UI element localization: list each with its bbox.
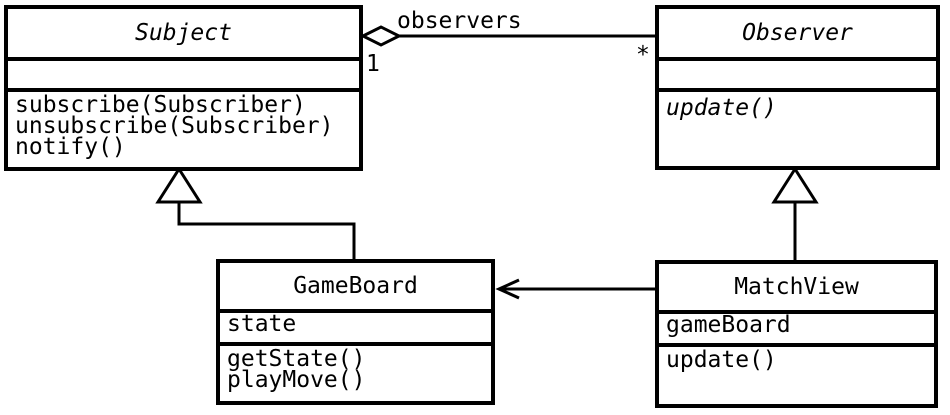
inheritance-triangle-icon — [155, 166, 203, 204]
class-title: Observer — [659, 9, 936, 57]
method-item: update() — [666, 95, 777, 121]
multiplicity-one-label: 1 — [366, 51, 380, 77]
attributes-compartment: state — [220, 309, 491, 342]
method-item: unsubscribe(Subscriber) — [15, 113, 334, 139]
inheritance-triangle-icon — [771, 166, 819, 204]
multiplicity-many-label: * — [636, 42, 650, 68]
aggregation-diamond-icon — [359, 25, 403, 47]
method-item: getState() — [227, 346, 366, 372]
method-item: notify() — [15, 134, 126, 160]
class-box-subject: Subject subscribe(Subscriber) unsubscrib… — [4, 5, 363, 171]
methods-compartment: update() — [659, 343, 934, 404]
attribute-item: gameBoard — [666, 312, 791, 338]
attribute-item: state — [227, 311, 297, 337]
class-name: MatchView — [734, 274, 859, 300]
aggregation-role-label: observers — [397, 8, 522, 34]
methods-compartment: update() — [659, 88, 936, 166]
class-name: Subject — [135, 20, 232, 46]
attributes-compartment — [659, 57, 936, 88]
gameboard-inheritance-line — [177, 201, 356, 261]
methods-compartment: subscribe(Subscriber) unsubscribe(Subscr… — [8, 88, 359, 167]
class-box-matchview: MatchView gameBoard update() — [655, 260, 938, 408]
method-item: playMove() — [227, 367, 366, 393]
class-box-observer: Observer update() — [655, 5, 940, 170]
method-item: update() — [666, 347, 777, 373]
class-name: GameBoard — [293, 273, 418, 299]
class-title: MatchView — [659, 264, 934, 310]
attributes-compartment: gameBoard — [659, 310, 934, 343]
method-item: subscribe(Subscriber) — [15, 92, 306, 118]
attributes-compartment — [8, 57, 359, 88]
class-box-gameboard: GameBoard state getState() playMove() — [216, 259, 495, 405]
class-title: GameBoard — [220, 263, 491, 309]
methods-compartment: getState() playMove() — [220, 342, 491, 401]
class-name: Observer — [742, 20, 853, 46]
arrowhead-icon — [495, 278, 520, 300]
class-title: Subject — [8, 9, 359, 57]
